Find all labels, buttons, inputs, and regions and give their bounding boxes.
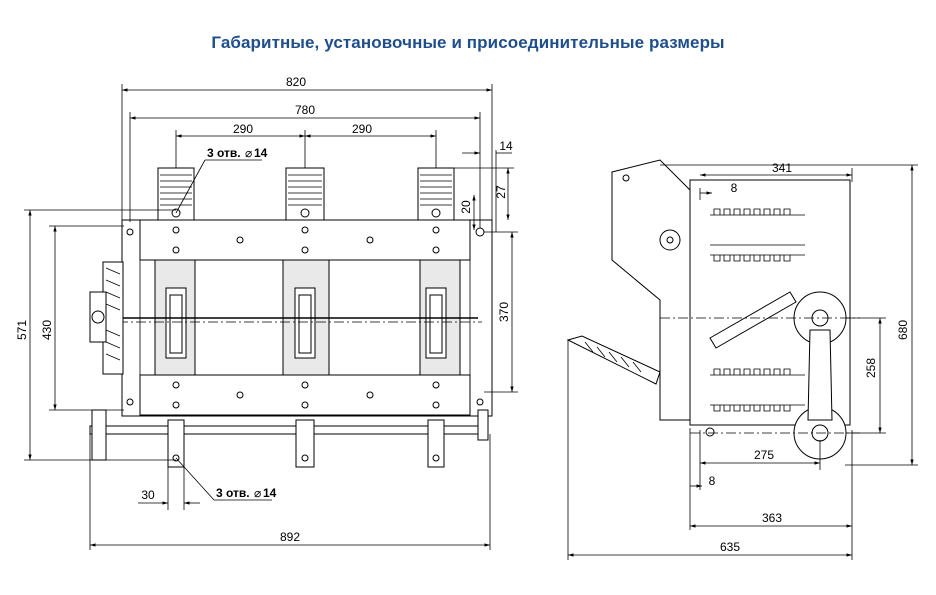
side-view	[566, 159, 918, 560]
dim-8-bottom: 8	[709, 474, 716, 488]
dim-780: 780	[295, 103, 315, 117]
dim-290-left: 290	[233, 122, 253, 136]
top-contact-left	[157, 167, 195, 221]
holes-top-dia-symbol: ⌀	[245, 146, 252, 160]
front-view	[24, 84, 518, 550]
dim-27: 27	[494, 185, 508, 199]
dim-341: 341	[772, 161, 792, 175]
holes-top-dia: 14	[254, 146, 268, 160]
page-title: Габаритные, установочные и присоединител…	[211, 33, 725, 52]
side-housing	[611, 159, 701, 421]
dim-892: 892	[280, 530, 300, 544]
dim-258: 258	[864, 358, 878, 378]
holes-bottom-dia-symbol: ⌀	[254, 486, 261, 500]
frame-holes	[126, 226, 484, 409]
top-contact-right	[417, 167, 455, 221]
dim-363: 363	[762, 511, 782, 525]
knife-blades	[165, 287, 447, 359]
dim-571: 571	[15, 320, 29, 340]
dim-820: 820	[286, 75, 306, 89]
holes-bottom-dia: 14	[263, 486, 277, 500]
top-contact-center	[285, 167, 325, 221]
dim-30: 30	[141, 488, 155, 502]
holes-bottom-label: 3 отв.	[216, 486, 250, 500]
dim-680: 680	[896, 320, 910, 340]
dim-20: 20	[459, 200, 473, 214]
dim-635: 635	[720, 540, 740, 554]
dim-8-top: 8	[731, 181, 738, 195]
dim-370: 370	[497, 302, 511, 322]
holes-top-label: 3 отв.	[207, 146, 241, 160]
dim-275: 275	[754, 448, 774, 462]
dim-14: 14	[499, 139, 513, 153]
dim-290-right: 290	[352, 122, 372, 136]
dim-430: 430	[40, 320, 54, 340]
